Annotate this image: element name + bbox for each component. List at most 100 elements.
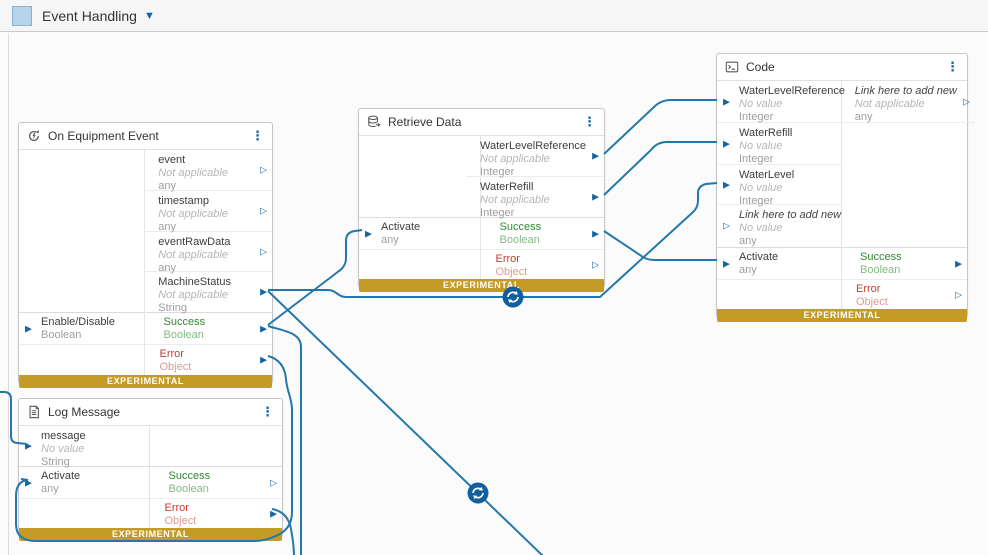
input-port-filled[interactable]: ▶ bbox=[723, 96, 730, 106]
port-label: WaterLevelReference bbox=[480, 140, 586, 152]
wire-waterlevelreference bbox=[603, 99, 717, 155]
empty-cell bbox=[359, 250, 482, 279]
node-header[interactable]: Code ⋮ bbox=[717, 54, 967, 81]
output-row-eventrawdata: eventRawData Not applicable any ▷ bbox=[144, 232, 272, 274]
add-input-row[interactable]: ▷ Link here to add new No value any bbox=[717, 205, 841, 247]
port-type: any bbox=[158, 221, 176, 233]
output-port-open[interactable]: ▷ bbox=[955, 289, 962, 299]
kebab-menu-icon[interactable]: ⋮ bbox=[251, 128, 264, 143]
node-retrieve-data[interactable]: Retrieve Data ⋮ WaterLevelReference Not … bbox=[358, 108, 605, 292]
output-port-open[interactable]: ▷ bbox=[270, 477, 277, 487]
port-value: No value bbox=[739, 182, 783, 194]
input-row-activate: ▶ Activate any bbox=[359, 218, 486, 249]
output-port-open[interactable]: ▷ bbox=[260, 246, 267, 256]
port-value: No value bbox=[739, 140, 783, 152]
port-label: Error bbox=[495, 253, 520, 265]
output-port-open[interactable]: ▷ bbox=[962, 96, 970, 106]
output-row-waterlevelreference: WaterLevelReference Not applicable Integ… bbox=[466, 136, 604, 178]
input-port-filled[interactable]: ▶ bbox=[365, 228, 372, 238]
output-port-open[interactable]: ▷ bbox=[260, 164, 267, 175]
column-divider bbox=[144, 150, 146, 375]
input-row-waterrefill: ▶ WaterRefill No value Integer bbox=[717, 123, 841, 165]
input-port-filled[interactable]: ▶ bbox=[25, 477, 32, 487]
empty-cell bbox=[149, 426, 282, 466]
kebab-menu-icon[interactable]: ⋮ bbox=[946, 59, 959, 74]
input-port-filled[interactable]: ▶ bbox=[723, 138, 730, 148]
input-port-filled[interactable]: ▶ bbox=[723, 258, 730, 268]
terminal-icon bbox=[725, 61, 739, 73]
node-code[interactable]: Code ⋮ ▶ WaterLevelReference No value In… bbox=[716, 53, 975, 322]
wire-retrievedata-success-to-code-activate bbox=[603, 230, 717, 261]
port-type: Object bbox=[495, 266, 528, 278]
port-label: WaterLevelReference bbox=[739, 85, 845, 97]
output-row-event: event Not applicable any ▷ bbox=[144, 150, 272, 192]
node-body: event Not applicable any ▷ timestamp Not… bbox=[19, 150, 272, 375]
kebab-menu-icon[interactable]: ⋮ bbox=[583, 114, 596, 129]
node-header[interactable]: On Equipment Event ⋮ bbox=[19, 123, 272, 150]
node-title: Code bbox=[746, 60, 775, 74]
output-port-filled[interactable]: ▶ bbox=[260, 323, 267, 333]
database-icon bbox=[368, 115, 381, 127]
input-row-waterlevelreference: ▶ WaterLevelReference No value Integer bbox=[717, 81, 845, 123]
add-link-label: Link here to add new bbox=[739, 209, 842, 221]
converter-badge bbox=[467, 482, 489, 504]
node-log-message[interactable]: Log Message ⋮ ▶ message No value String … bbox=[18, 398, 283, 541]
port-type: any bbox=[739, 264, 757, 276]
port-label: Success bbox=[860, 251, 902, 263]
port-value: Not applicable bbox=[854, 98, 925, 110]
input-row-enable-disable: ▶ Enable/Disable Boolean bbox=[19, 313, 150, 344]
port-label: Error bbox=[856, 283, 881, 295]
port-label: Error bbox=[164, 502, 189, 514]
node-on-equipment-event[interactable]: On Equipment Event ⋮ event Not applicabl… bbox=[18, 122, 273, 388]
port-label: WaterRefill bbox=[480, 181, 534, 193]
output-port-open[interactable]: ▷ bbox=[260, 205, 267, 216]
port-type: Boolean bbox=[499, 234, 540, 246]
flow-header-bar: Event Handling ▼ bbox=[0, 0, 988, 32]
input-row-message: ▶ message No value String bbox=[19, 426, 149, 468]
port-type: any bbox=[381, 234, 399, 246]
port-type: Boolean bbox=[860, 264, 901, 276]
port-type: any bbox=[158, 262, 176, 274]
port-value: No value bbox=[739, 222, 783, 234]
output-port-filled[interactable]: ▶ bbox=[592, 228, 599, 238]
output-port-filled[interactable]: ▶ bbox=[592, 191, 599, 202]
input-port-filled[interactable]: ▶ bbox=[25, 440, 32, 451]
output-port-filled[interactable]: ▶ bbox=[260, 286, 267, 297]
port-label: message bbox=[41, 430, 86, 442]
input-port-open[interactable]: ▷ bbox=[723, 220, 730, 231]
output-port-filled[interactable]: ▶ bbox=[270, 508, 277, 518]
add-output-row[interactable]: Link here to add new Not applicable any … bbox=[840, 81, 975, 123]
input-port-filled[interactable]: ▶ bbox=[25, 323, 32, 333]
input-row-activate: ▶ Activate any bbox=[717, 248, 846, 279]
input-port-filled[interactable]: ▶ bbox=[723, 179, 730, 189]
port-label: Success bbox=[163, 316, 206, 328]
output-row-error: Error Object ▷ bbox=[842, 280, 967, 309]
node-body: WaterLevelReference Not applicable Integ… bbox=[359, 136, 604, 279]
node-title: Retrieve Data bbox=[388, 115, 462, 129]
port-type: Integer bbox=[480, 166, 515, 178]
kebab-menu-icon[interactable]: ⋮ bbox=[261, 404, 274, 419]
input-row-activate: ▶ Activate any bbox=[19, 467, 155, 498]
port-type: Integer bbox=[739, 153, 774, 165]
node-header[interactable]: Retrieve Data ⋮ bbox=[359, 109, 604, 136]
port-value: Not applicable bbox=[158, 167, 228, 179]
port-label: MachineStatus bbox=[158, 276, 231, 288]
output-port-open[interactable]: ▷ bbox=[592, 259, 599, 269]
port-label: event bbox=[158, 154, 186, 166]
wire-success-to-retrievedata-activate bbox=[267, 229, 363, 326]
output-row-error: Error Object ▶ bbox=[151, 499, 283, 528]
empty-cell bbox=[19, 150, 144, 312]
output-port-filled[interactable]: ▶ bbox=[260, 354, 267, 365]
chevron-down-icon[interactable]: ▼ bbox=[143, 9, 155, 22]
port-label: WaterRefill bbox=[739, 127, 793, 139]
port-type: Boolean bbox=[163, 329, 204, 341]
experimental-badge: EXPERIMENTAL bbox=[359, 279, 604, 292]
output-port-filled[interactable]: ▶ bbox=[592, 150, 599, 161]
node-header[interactable]: Log Message ⋮ bbox=[19, 399, 282, 426]
output-port-filled[interactable]: ▶ bbox=[955, 258, 962, 268]
flow-title: Event Handling bbox=[42, 7, 137, 24]
port-label: WaterLevel bbox=[739, 169, 795, 181]
port-label: Activate bbox=[739, 251, 779, 263]
empty-cell bbox=[19, 499, 151, 528]
port-value: Not applicable bbox=[158, 249, 228, 261]
